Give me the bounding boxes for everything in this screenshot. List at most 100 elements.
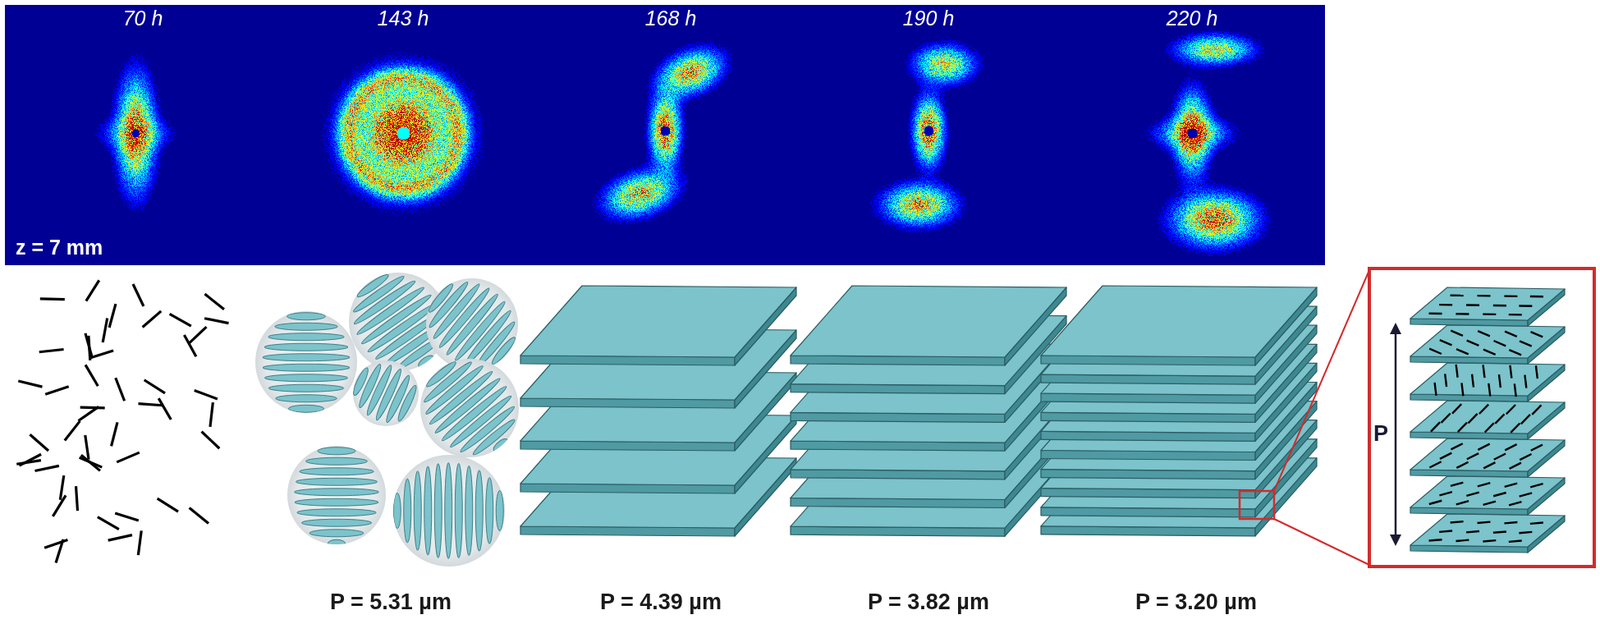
molecule-rod bbox=[1456, 500, 1469, 505]
lamellar-stack bbox=[1040, 285, 1317, 537]
molecule-rod bbox=[1504, 483, 1518, 487]
molecule-rod bbox=[1499, 374, 1501, 388]
rod bbox=[85, 435, 89, 460]
molecule-rod bbox=[1530, 483, 1543, 487]
layer-disc bbox=[454, 463, 463, 558]
rod bbox=[39, 349, 65, 353]
rod bbox=[85, 364, 98, 386]
time-label: 70 h bbox=[123, 6, 164, 31]
domains bbox=[255, 258, 536, 567]
domain-rotation bbox=[393, 463, 504, 560]
rod bbox=[81, 454, 101, 471]
layer-disc bbox=[294, 498, 379, 506]
molecule-rod bbox=[1429, 461, 1441, 468]
rod bbox=[40, 297, 65, 301]
layer-disc bbox=[444, 463, 453, 560]
molecule-rod bbox=[1450, 330, 1463, 336]
molecule-rod bbox=[1450, 443, 1463, 450]
molecule-rod bbox=[1429, 348, 1442, 354]
molecule-rod bbox=[1519, 492, 1532, 496]
molecule-rod bbox=[1504, 331, 1518, 337]
molecule-rod bbox=[1494, 413, 1504, 423]
molecule-rod bbox=[1450, 521, 1464, 523]
domain-layers bbox=[294, 447, 380, 548]
rod bbox=[77, 406, 99, 421]
pitch-label: P = 4.39 µm bbox=[600, 589, 722, 615]
rod bbox=[210, 402, 213, 427]
molecule-rod bbox=[1456, 348, 1469, 354]
time-label: 168 h bbox=[645, 6, 697, 31]
molecule-rod bbox=[1531, 331, 1544, 337]
leader-line bbox=[1274, 270, 1370, 491]
layer-disc bbox=[288, 404, 325, 413]
domain-circle bbox=[287, 445, 386, 545]
molecule-rod bbox=[1439, 491, 1452, 496]
rod bbox=[90, 350, 115, 358]
layer-disc bbox=[485, 477, 494, 545]
rod bbox=[142, 311, 162, 328]
molecule-rod bbox=[1493, 304, 1507, 308]
rod bbox=[44, 539, 68, 548]
rod bbox=[55, 539, 64, 564]
domain-rotation bbox=[262, 312, 350, 413]
molecule-rod bbox=[1479, 404, 1489, 414]
molecule-rod bbox=[1493, 492, 1506, 496]
molecule-rod bbox=[1466, 531, 1480, 532]
layer-disc bbox=[299, 467, 375, 476]
plate-top bbox=[1040, 285, 1317, 358]
time-label: 190 h bbox=[903, 6, 955, 31]
molecule-rod bbox=[1456, 364, 1458, 378]
rod bbox=[29, 434, 49, 451]
layer-disc bbox=[465, 465, 473, 555]
molecule-rod bbox=[1531, 444, 1543, 451]
molecule-rod bbox=[1439, 531, 1453, 532]
rod bbox=[102, 318, 108, 343]
molecule-rod bbox=[1508, 540, 1523, 542]
lamellar-stack bbox=[790, 285, 1067, 537]
molecule-rod bbox=[1434, 382, 1437, 396]
cholesteric-inset bbox=[1389, 287, 1565, 553]
rod bbox=[59, 475, 64, 500]
pitch-label: P = 3.20 µm bbox=[1135, 589, 1257, 615]
molecule-rod bbox=[1467, 453, 1479, 459]
molecule-rod bbox=[1531, 404, 1541, 414]
rod bbox=[137, 403, 163, 406]
molecule-rod bbox=[1477, 522, 1491, 523]
rod bbox=[85, 333, 92, 358]
domain-circle bbox=[255, 311, 358, 413]
molecule-rod bbox=[1455, 540, 1469, 541]
domain-circle bbox=[420, 358, 519, 458]
molecule-rod bbox=[1483, 364, 1486, 378]
rod bbox=[80, 405, 106, 409]
rod bbox=[86, 279, 100, 301]
rod bbox=[201, 431, 221, 450]
domain-circle bbox=[393, 454, 505, 567]
molecule-rod bbox=[1503, 522, 1518, 523]
domain-circle bbox=[426, 278, 519, 371]
leader-line bbox=[1274, 518, 1370, 565]
layer-disc bbox=[489, 334, 518, 367]
rod bbox=[76, 485, 78, 511]
plate-top bbox=[1410, 400, 1565, 434]
molecule-rod bbox=[1477, 330, 1490, 336]
rod bbox=[188, 326, 207, 344]
rod bbox=[16, 460, 42, 465]
domain-rotation bbox=[294, 447, 380, 548]
layer-disc bbox=[268, 384, 344, 392]
domain-layers bbox=[406, 343, 536, 475]
molecule-rod bbox=[1461, 382, 1463, 396]
rod bbox=[111, 421, 118, 446]
zoom-callout bbox=[1239, 268, 1595, 567]
rod bbox=[158, 398, 171, 420]
layer-disc bbox=[306, 457, 368, 465]
molecule-rod bbox=[1457, 422, 1468, 432]
molecule-rod bbox=[1506, 404, 1516, 414]
molecule-rod bbox=[1483, 462, 1495, 468]
pitch-arrow bbox=[1394, 330, 1398, 539]
arrow-head bbox=[1389, 534, 1402, 546]
layer-disc bbox=[264, 374, 348, 382]
layer-disc bbox=[328, 539, 346, 547]
molecule-rod bbox=[1456, 462, 1468, 468]
layer-disc bbox=[264, 343, 349, 351]
layer-disc bbox=[309, 529, 364, 537]
